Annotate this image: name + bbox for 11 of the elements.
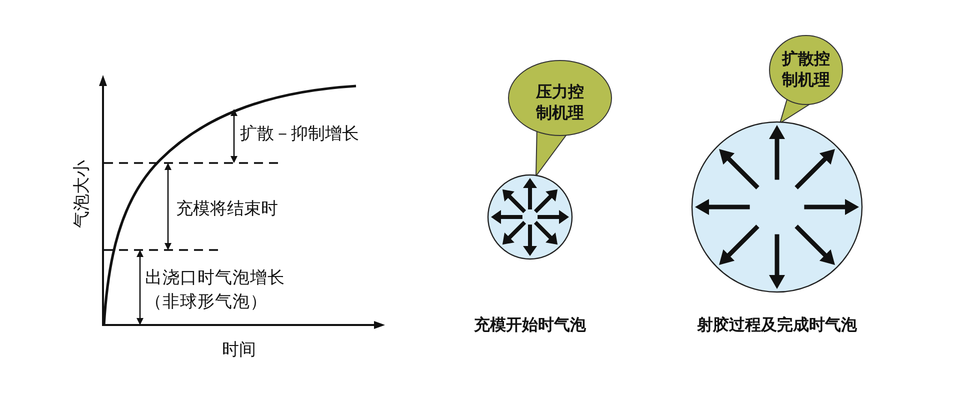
speech-bubble (768, 34, 844, 106)
caption-text: 射胶过程及完成时气泡 (697, 315, 857, 336)
annotation-text: 充模将结束时 (176, 198, 278, 221)
axis-title: 气泡大小 (71, 160, 93, 228)
caption-text: 充模开始时气泡 (474, 315, 586, 336)
annotation-text: 出浇口时气泡增长（非球形气泡） (145, 267, 285, 314)
callout-text: 压力控制机理 (535, 81, 585, 123)
speech-bubble (507, 59, 613, 137)
callout-text: 扩散控制机理 (781, 48, 831, 90)
annotation-text: 扩散－抑制增长 (240, 123, 359, 146)
axis-title: 时间 (222, 339, 256, 362)
